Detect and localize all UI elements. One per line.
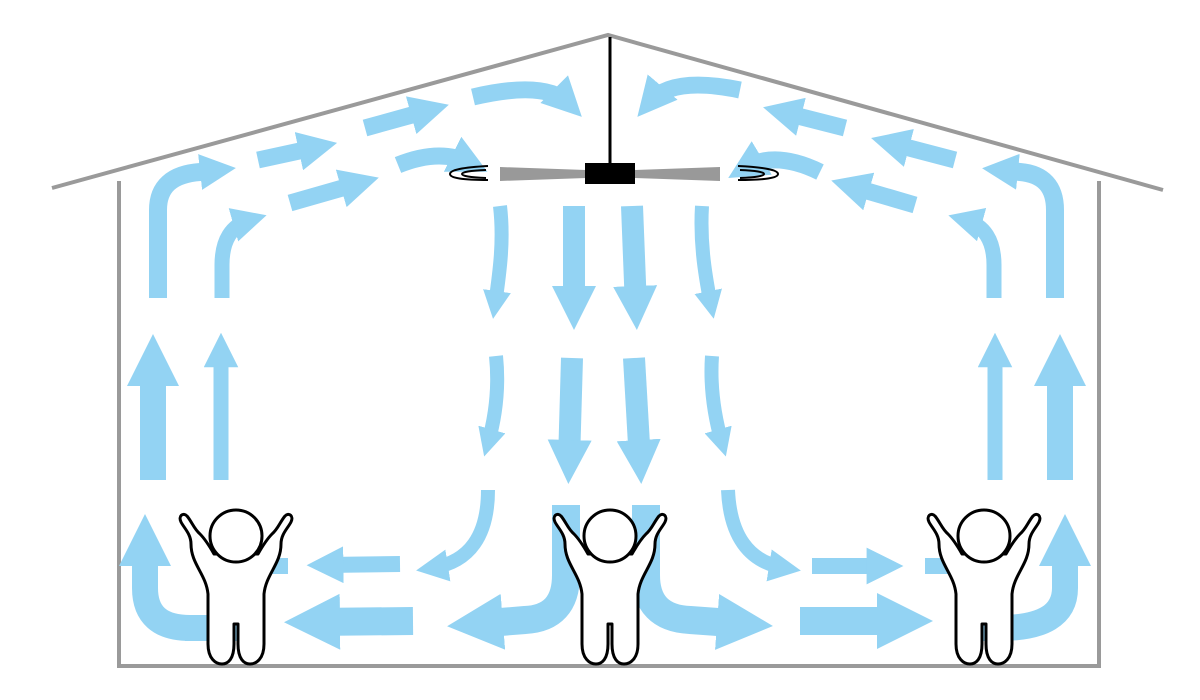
- airflow-arrow-ceiling: [763, 97, 848, 137]
- airflow-arrow-floor-curve: [721, 489, 801, 582]
- airflow-arrow-downdraft: [478, 355, 506, 457]
- roof-line: [51, 32, 1164, 192]
- fan-blade-right: [634, 167, 720, 181]
- house-outline: [51, 32, 1164, 668]
- airflow-arrow-corner: [119, 514, 191, 641]
- airflow-arrow-downdraft: [694, 205, 722, 319]
- airflow-arrow-ceiling: [471, 75, 582, 117]
- airflow-arrow-floor: [284, 593, 414, 650]
- airflow-arrow-downdraft: [613, 205, 658, 330]
- airflow-arrow-updraft: [149, 154, 236, 298]
- airflow-arrow-ceiling: [637, 74, 742, 117]
- airflow-arrow-floor: [306, 546, 401, 584]
- airflow-arrow-floor-curve: [416, 489, 495, 582]
- airflow-arrow-corner: [999, 514, 1091, 641]
- airflow-arrow-downdraft: [704, 355, 732, 457]
- fan-blade-left: [500, 167, 586, 181]
- airflow-arrow-downdraft: [547, 357, 592, 484]
- rotation-swirl-icon: [448, 165, 780, 181]
- airflow-arrow-ceiling: [287, 169, 379, 212]
- people: [178, 508, 1042, 666]
- airflow-arrow-floor-curve: [447, 505, 580, 650]
- airflow-arrow-ceiling: [362, 96, 449, 137]
- airflow-arrow-ceiling: [394, 136, 488, 173]
- ceiling-fan-icon: [448, 37, 780, 184]
- airflow-arrow-updraft: [214, 208, 267, 298]
- airflow-arrow-downdraft: [616, 357, 661, 484]
- airflow-arrow-ceiling: [871, 129, 958, 169]
- airflow-arrow-ceiling: [256, 132, 338, 171]
- airflow-arrow-floor-curve: [632, 505, 773, 650]
- house-walls: [117, 181, 1101, 668]
- airflow-arrow-downdraft: [483, 205, 511, 319]
- fan-hub: [585, 163, 635, 184]
- airflow-arrow-ceiling: [728, 141, 824, 180]
- airflow-arrow-updraft: [948, 207, 1002, 298]
- airflow-arrows: [119, 74, 1091, 650]
- airflow-arrow-updraft: [982, 153, 1064, 298]
- airflow-arrow-ceiling: [831, 172, 918, 214]
